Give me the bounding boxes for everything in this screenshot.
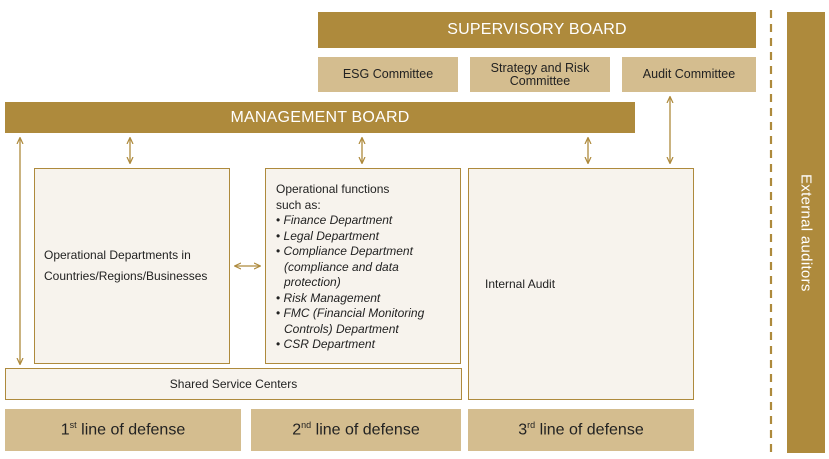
audit-committee: Audit Committee bbox=[622, 57, 756, 92]
operational-departments-label: Operational Departments in Countries/Reg… bbox=[44, 248, 208, 283]
management-board: MANAGEMENT BOARD bbox=[5, 102, 635, 133]
shared-service-centers-box: Shared Service Centers bbox=[5, 368, 462, 400]
defense-number: 2 bbox=[292, 421, 302, 439]
strategy-risk-committee-label: Strategy and Risk Committee bbox=[490, 60, 590, 88]
defense-suffix: st bbox=[69, 420, 77, 431]
operational-functions-list: Finance Department Legal Department Comp… bbox=[276, 213, 452, 353]
third-line-of-defense: 3rd line of defense bbox=[468, 409, 694, 451]
function-item: FMC (Financial Monitoring Controls) Depa… bbox=[276, 306, 452, 337]
function-item: Risk Management bbox=[276, 291, 452, 307]
external-auditors-label: External auditors bbox=[797, 173, 815, 292]
supervisory-board-title: SUPERVISORY BOARD bbox=[447, 21, 627, 38]
shared-service-centers-label: Shared Service Centers bbox=[169, 377, 298, 391]
defense-number: 1 bbox=[60, 421, 70, 439]
defense-suffix: rd bbox=[527, 420, 536, 431]
function-item: Compliance Department (compliance and da… bbox=[276, 244, 452, 291]
defense-text: line of defense bbox=[311, 421, 420, 439]
function-item: Legal Department bbox=[276, 229, 452, 245]
first-line-of-defense: 1st line of defense bbox=[5, 409, 241, 451]
management-board-title: MANAGEMENT BOARD bbox=[230, 108, 410, 126]
internal-audit-label: Internal Audit bbox=[485, 276, 556, 291]
defense-number: 3 bbox=[518, 421, 528, 439]
supervisory-board: SUPERVISORY BOARD bbox=[318, 12, 756, 48]
esg-committee-label: ESG Committee bbox=[342, 67, 434, 81]
defense-text: line of defense bbox=[76, 421, 186, 439]
defense-text: line of defense bbox=[535, 421, 644, 439]
operational-functions-intro: Operational functions such as: bbox=[276, 182, 390, 212]
internal-audit-box: Internal Audit bbox=[468, 168, 694, 400]
function-item: Finance Department bbox=[276, 213, 452, 229]
second-line-of-defense: 2nd line of defense bbox=[251, 409, 461, 451]
function-item: CSR Department bbox=[276, 337, 452, 353]
operational-functions-box: Operational functions such as: Finance D… bbox=[265, 168, 461, 364]
operational-departments-box: Operational Departments in Countries/Reg… bbox=[34, 168, 230, 364]
strategy-risk-committee: Strategy and Risk Committee bbox=[470, 57, 610, 92]
defense-suffix: nd bbox=[301, 420, 312, 431]
esg-committee: ESG Committee bbox=[318, 57, 458, 92]
audit-committee-label: Audit Committee bbox=[642, 67, 736, 81]
external-auditors-bar: External auditors bbox=[787, 12, 825, 453]
